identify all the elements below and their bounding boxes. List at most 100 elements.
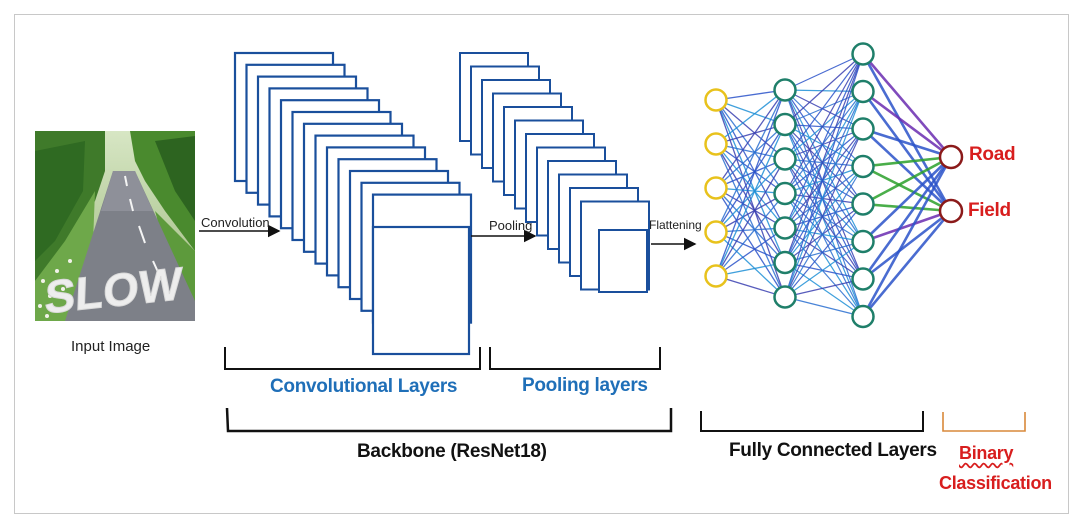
fc-edge bbox=[784, 261, 864, 280]
fc-edge bbox=[715, 158, 786, 277]
fc-edge bbox=[784, 128, 864, 298]
fc-edge bbox=[861, 90, 953, 212]
fc-edge bbox=[715, 231, 786, 298]
bracket-binary-classification bbox=[942, 412, 1026, 432]
fc-edge bbox=[715, 124, 786, 277]
pooling-layers-label: Pooling layers bbox=[522, 375, 648, 396]
fc-edge bbox=[862, 165, 952, 213]
fc-edge bbox=[784, 123, 864, 168]
input-node bbox=[704, 176, 728, 200]
diagram-frame: SLOW bbox=[14, 14, 1069, 514]
fc-edge bbox=[784, 53, 864, 263]
fc-edge bbox=[784, 53, 864, 160]
fc-edge bbox=[784, 123, 864, 130]
fully-connected-label: Fully Connected Layers bbox=[729, 440, 937, 461]
hidden-node bbox=[851, 229, 875, 254]
input-node bbox=[704, 88, 728, 112]
bracket-fully-connected bbox=[700, 411, 924, 432]
fc-edge bbox=[784, 89, 864, 280]
backbone-label: Backbone (ResNet18) bbox=[357, 441, 547, 462]
fc-edge bbox=[784, 296, 864, 318]
fc-edge bbox=[715, 187, 786, 229]
fc-edge bbox=[715, 143, 786, 229]
input-node bbox=[704, 220, 728, 244]
fc-edge bbox=[784, 89, 864, 205]
fc-edge bbox=[862, 209, 952, 243]
bracket-convolutional-layers bbox=[224, 347, 481, 370]
fc-edge bbox=[862, 155, 952, 168]
fc-edge bbox=[862, 202, 952, 213]
fc-edge bbox=[784, 53, 864, 91]
output-label-road: Road bbox=[969, 144, 1016, 165]
hidden-node bbox=[773, 250, 797, 275]
bracket-pooling-layers bbox=[489, 347, 661, 370]
fc-connections bbox=[715, 53, 953, 318]
fc-edge bbox=[784, 91, 864, 194]
fc-edge bbox=[784, 240, 864, 264]
fc-edge bbox=[715, 231, 786, 264]
fc-edge bbox=[784, 90, 864, 126]
fc-edge bbox=[784, 192, 864, 205]
hidden-node bbox=[773, 181, 797, 206]
hidden-node bbox=[773, 285, 797, 309]
fc-edge bbox=[784, 53, 864, 125]
fc-edge bbox=[715, 89, 786, 145]
fc-edge bbox=[715, 192, 786, 233]
fc-edge bbox=[784, 227, 864, 317]
fc-edge bbox=[784, 128, 864, 194]
fc-edge bbox=[784, 166, 864, 298]
output-node bbox=[938, 198, 964, 224]
fc-edge bbox=[715, 143, 786, 263]
fc-edge bbox=[784, 193, 864, 317]
fc-edge bbox=[715, 123, 786, 145]
fc-edge bbox=[784, 89, 864, 317]
input-image-label: Input Image bbox=[71, 338, 151, 355]
fc-edge bbox=[784, 227, 864, 280]
convolution-label: Convolution bbox=[201, 215, 270, 230]
fc-edge bbox=[862, 156, 952, 243]
fc-edge bbox=[715, 158, 786, 233]
fc-edge bbox=[862, 127, 952, 159]
fc-edge bbox=[862, 210, 952, 318]
fc-edge bbox=[715, 143, 786, 195]
hidden-node bbox=[851, 192, 875, 216]
fc-edge bbox=[715, 89, 786, 233]
convolutional-layer-stack bbox=[233, 51, 473, 356]
fc-edge bbox=[784, 158, 864, 205]
hidden-node bbox=[773, 78, 797, 102]
fc-edge bbox=[715, 158, 786, 189]
hidden-node bbox=[773, 147, 797, 171]
fc-edge bbox=[715, 143, 786, 298]
input-node bbox=[704, 264, 728, 288]
fc-edge bbox=[784, 158, 864, 280]
fc-edge bbox=[784, 158, 864, 242]
hidden-node bbox=[851, 267, 875, 291]
fc-edge bbox=[784, 124, 864, 205]
output-node bbox=[938, 144, 964, 170]
fc-edge bbox=[784, 128, 864, 229]
fc-edge bbox=[862, 90, 952, 159]
hidden-node bbox=[851, 42, 875, 66]
fc-edge bbox=[862, 53, 952, 158]
fc-edge bbox=[784, 203, 864, 298]
fc-edge bbox=[862, 128, 952, 212]
fc-edge bbox=[715, 193, 786, 277]
classification-label: Classification bbox=[939, 473, 1052, 493]
convolutional-layers-label: Convolutional Layers bbox=[270, 376, 458, 397]
fc-edge bbox=[784, 227, 864, 243]
fc-edge bbox=[784, 158, 864, 317]
fc-edge bbox=[784, 278, 864, 298]
flattening-label: Flattening bbox=[649, 218, 702, 232]
cnn-architecture-diagram: SLOW bbox=[35, 42, 1026, 433]
fc-edge bbox=[715, 143, 786, 160]
fc-edge bbox=[784, 89, 864, 242]
fc-edge bbox=[862, 155, 952, 206]
hidden-node bbox=[851, 304, 875, 329]
fc-edge bbox=[784, 53, 864, 194]
hidden-node bbox=[851, 117, 875, 141]
fc-edge bbox=[784, 203, 864, 263]
fc-edge bbox=[784, 128, 864, 160]
fc-edge bbox=[784, 89, 864, 130]
fc-edge bbox=[784, 91, 864, 160]
fc-edge bbox=[784, 124, 864, 317]
